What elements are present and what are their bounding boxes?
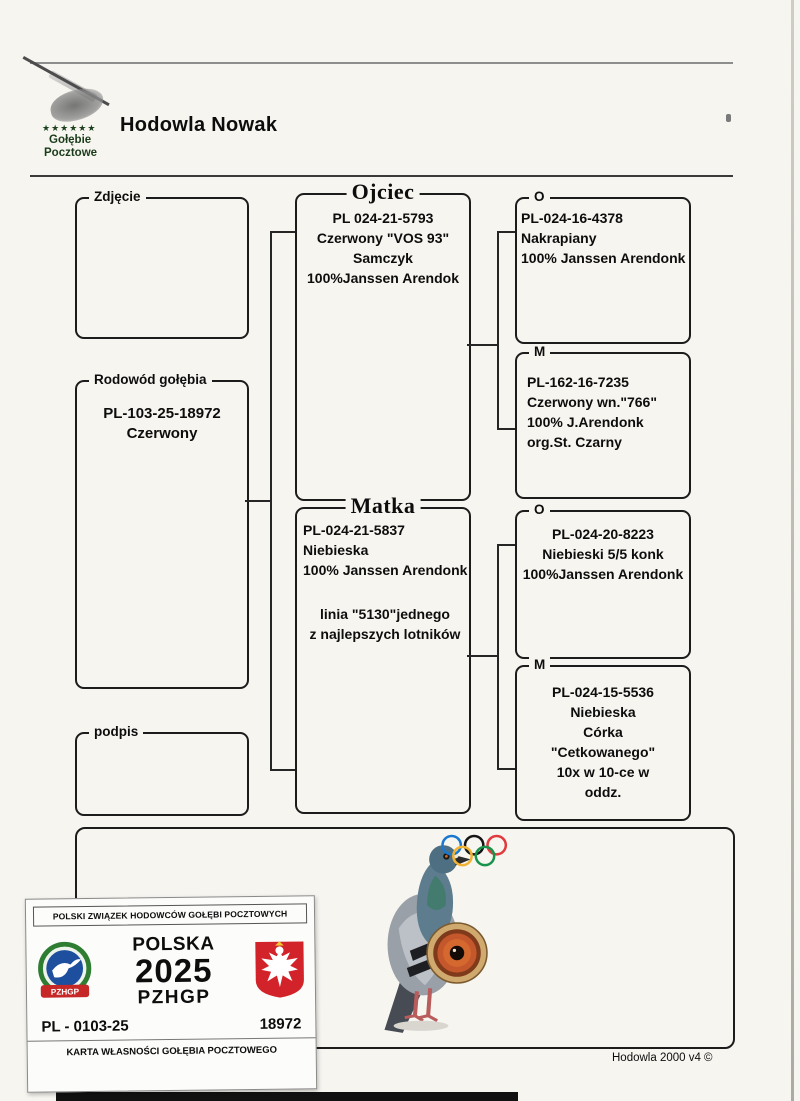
card-logos-row: PZHGP POLSKA 2025 PZHGP <box>26 927 315 1015</box>
grandparent-ring-number: PL-024-15-5536 <box>552 684 654 700</box>
father-box-label: Ojciec <box>346 179 420 205</box>
card-ring-row: PL - 0103-25 18972 <box>27 1011 315 1039</box>
grandparent-label: O <box>529 189 550 204</box>
card-caption: KARTA WŁASNOŚCI GOŁĘBIA POCZTOWEGO <box>27 1037 316 1064</box>
top-edge-rule <box>30 62 733 64</box>
card-org: PZHGP <box>137 986 211 1009</box>
grandparent-ring-number: PL-024-20-8223 <box>552 526 654 542</box>
mother-note-line: z najlepszych lotników <box>309 626 461 642</box>
association-name: POLSKI ZWIĄZEK HODOWCÓW GOŁĘBI POCZTOWYC… <box>32 903 308 927</box>
father-line: 100%Janssen Arendok <box>307 270 459 286</box>
grandfather-paternal-box: O PL-024-16-4378 Nakrapiany 100% Janssen… <box>515 189 691 344</box>
mother-line: Niebieska <box>303 542 369 558</box>
grandparent-line: oddz. <box>584 784 622 800</box>
mother-line: 100% Janssen Arendonk <box>303 562 468 578</box>
logo-text-line2: Pocztowe <box>44 147 98 159</box>
pedigree-connector <box>497 428 515 430</box>
grandparent-content: PL-162-16-7235 Czerwony wn."766" 100% J.… <box>517 354 689 452</box>
subject-box-label: Rodowód gołębia <box>89 372 212 387</box>
photo-placeholder-box: Zdjęcie <box>75 189 249 339</box>
mother-note: linia "5130"jednego z najlepszych lotnik… <box>303 604 467 644</box>
scan-artifact-bottom-bar <box>56 1092 518 1101</box>
father-line: Samczyk <box>353 250 413 266</box>
grandparent-line: Niebieska <box>570 704 636 720</box>
pedigree-connector <box>497 544 499 770</box>
grandparent-line: "Cetkowanego" <box>550 744 656 760</box>
grandparent-ring-number: PL-024-16-4378 <box>521 210 623 226</box>
signature-box-label: podpis <box>89 724 144 739</box>
ownership-card: POLSKI ZWIĄZEK HODOWCÓW GOŁĘBI POCZTOWYC… <box>24 895 318 1093</box>
subject-ring-number: PL-103-25-18972 <box>103 405 221 422</box>
father-line: Czerwony "VOS 93" <box>316 230 450 246</box>
pedigree-connector <box>270 231 295 233</box>
pedigree-connector <box>467 655 499 657</box>
father-box: Ojciec PL 024-21-5793 Czerwony "VOS 93" … <box>295 179 471 501</box>
header-rule <box>30 175 733 177</box>
grandparent-label: O <box>529 502 550 517</box>
grandmother-paternal-box: M PL-162-16-7235 Czerwony wn."766" 100% … <box>515 344 691 499</box>
grandparent-content: PL-024-16-4378 Nakrapiany 100% Janssen A… <box>517 199 689 268</box>
grandmother-maternal-box: M PL-024-15-5536 Niebieska Córka "Cetkow… <box>515 657 691 821</box>
pedigree-connector <box>245 500 272 502</box>
grandparent-line: Nakrapiany <box>521 230 597 246</box>
logo-text-line1: Gołębie <box>49 134 92 146</box>
signature-box: podpis <box>75 724 249 816</box>
card-ring-number: 18972 <box>259 1015 302 1033</box>
card-year: 2025 <box>134 951 213 990</box>
father-ring-number: PL 024-21-5793 <box>332 210 434 226</box>
breeder-logo-mark <box>47 84 107 126</box>
mother-box-label: Matka <box>345 493 421 519</box>
logo-stars: ★★★★★★ <box>42 123 97 133</box>
grandparent-content: PL-024-20-8223 Niebieski 5/5 konk 100%Ja… <box>517 512 689 584</box>
grandparent-line: org.St. Czarny <box>527 434 622 450</box>
poland-eagle-icon <box>255 941 304 998</box>
grandparent-line: Córka <box>583 724 623 740</box>
software-credit: Hodowla 2000 v4 © <box>612 1052 713 1064</box>
scan-artifact-dot <box>726 114 731 122</box>
subject-content: PL-103-25-18972 Czerwony <box>77 382 247 444</box>
grandparent-line: 100%Janssen Arendonk <box>522 566 684 582</box>
grandparent-line: 100% J.Arendonk <box>527 414 644 430</box>
mother-content: PL-024-21-5837 Niebieska 100% Janssen Ar… <box>297 509 469 644</box>
pzhgp-badge-text: PZHGP <box>51 987 80 996</box>
pzhgp-badge-icon: PZHGP <box>38 941 92 998</box>
photo-box-label: Zdjęcie <box>89 189 146 204</box>
pedigree-connector <box>497 231 515 233</box>
pedigree-connector <box>270 769 295 771</box>
pedigree-subject-box: Rodowód gołębia PL-103-25-18972 Czerwony <box>75 372 249 689</box>
grandparent-ring-number: PL-162-16-7235 <box>527 374 629 390</box>
olympic-rings-icon <box>441 834 508 867</box>
scan-edge-shadow <box>791 0 794 1101</box>
card-center-text: POLSKA 2025 PZHGP <box>132 933 215 1009</box>
grandparent-line: 10x w 10-ce w <box>556 764 650 780</box>
mother-box: Matka PL-024-21-5837 Niebieska 100% Jans… <box>295 493 471 814</box>
grandparent-label: M <box>529 344 551 359</box>
card-ring-prefix: PL - 0103-25 <box>41 1017 129 1036</box>
pedigree-connector <box>467 344 499 346</box>
pedigree-connector <box>497 768 515 770</box>
mother-ring-number: PL-024-21-5837 <box>303 522 405 538</box>
grandparent-content: PL-024-15-5536 Niebieska Córka "Cetkowan… <box>517 667 689 802</box>
father-content: PL 024-21-5793 Czerwony "VOS 93" Samczyk… <box>297 195 469 288</box>
grandparent-line: Niebieski 5/5 konk <box>542 546 664 562</box>
pigeon-eye-photo <box>426 922 488 984</box>
grandparent-line: 100% Janssen Arendonk <box>521 250 686 266</box>
grandfather-maternal-box: O PL-024-20-8223 Niebieski 5/5 konk 100%… <box>515 502 691 659</box>
page-title: Hodowla Nowak <box>120 114 278 137</box>
pedigree-connector <box>497 544 515 546</box>
grandparent-line: Czerwony wn."766" <box>527 394 657 410</box>
mother-note-line: linia "5130"jednego <box>320 606 450 622</box>
pedigree-connector <box>497 231 499 430</box>
grandparent-label: M <box>529 657 551 672</box>
subject-color: Czerwony <box>126 425 198 442</box>
